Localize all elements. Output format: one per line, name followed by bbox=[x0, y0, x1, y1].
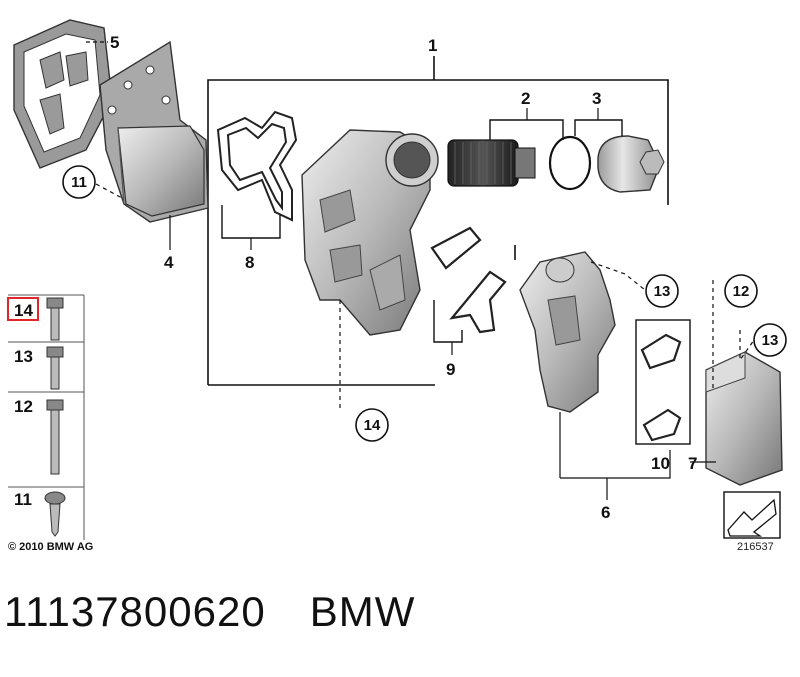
oil-cooler-cover-4 bbox=[99, 40, 209, 223]
oil-filter-element-2 bbox=[447, 139, 536, 187]
gasket-5 bbox=[13, 19, 113, 169]
label-part-1: 1 bbox=[428, 36, 437, 55]
label-part-6: 6 bbox=[601, 503, 610, 522]
legend-label-11: 11 bbox=[14, 490, 32, 509]
label-part-8: 8 bbox=[245, 253, 254, 272]
part-number: 11137800620 bbox=[4, 588, 266, 635]
screw-11-icon bbox=[44, 491, 66, 537]
assembly-1-frame bbox=[207, 56, 669, 386]
bolt-12-icon bbox=[46, 399, 64, 475]
label-part-5: 5 bbox=[110, 33, 119, 52]
callout-14: 14 bbox=[355, 408, 389, 442]
oil-cooler-7 bbox=[705, 351, 783, 486]
highlight-box bbox=[7, 297, 39, 321]
legend-label-13: 13 bbox=[14, 347, 33, 366]
legend-label-14: 14 bbox=[14, 301, 33, 320]
callout-13-upper: 13 bbox=[645, 274, 679, 308]
svg-text:13: 13 bbox=[762, 332, 779, 349]
label-part-3: 3 bbox=[592, 89, 601, 108]
brand-name: BMW bbox=[309, 588, 416, 635]
bolt-13-icon bbox=[46, 346, 64, 390]
gasket-group-10-frame bbox=[635, 319, 691, 445]
o-ring bbox=[548, 135, 592, 191]
label-part-9: 9 bbox=[446, 360, 455, 379]
callout-12: 12 bbox=[724, 274, 758, 308]
bolt-14-icon bbox=[46, 297, 64, 341]
svg-text:14: 14 bbox=[364, 417, 381, 434]
leader-lines bbox=[95, 183, 755, 410]
label-part-2: 2 bbox=[521, 89, 530, 108]
label-part-10: 10 bbox=[651, 454, 670, 473]
copyright-notice: © 2010 BMW AG bbox=[8, 541, 94, 553]
catalog-number: 216537 bbox=[737, 541, 774, 553]
gasket-8 bbox=[216, 110, 298, 222]
label-part-4: 4 bbox=[164, 253, 174, 272]
gasket-9 bbox=[430, 226, 507, 334]
callout-11: 11 bbox=[62, 165, 96, 199]
svg-text:13: 13 bbox=[654, 283, 671, 300]
oil-filter-housing-6 bbox=[519, 251, 616, 413]
callout-13-lower: 13 bbox=[753, 323, 787, 357]
legend-label-12: 12 bbox=[14, 397, 33, 416]
view-direction-icon bbox=[723, 491, 781, 539]
svg-text:11: 11 bbox=[71, 174, 87, 191]
svg-text:12: 12 bbox=[733, 283, 750, 300]
oil-filter-housing bbox=[301, 129, 439, 336]
fastener-legend bbox=[7, 294, 85, 540]
filter-cap-3 bbox=[597, 135, 665, 193]
gasket-10 bbox=[640, 333, 682, 442]
footer-caption: 11137800620 BMW bbox=[4, 588, 415, 636]
label-part-7: 7 bbox=[688, 454, 697, 473]
